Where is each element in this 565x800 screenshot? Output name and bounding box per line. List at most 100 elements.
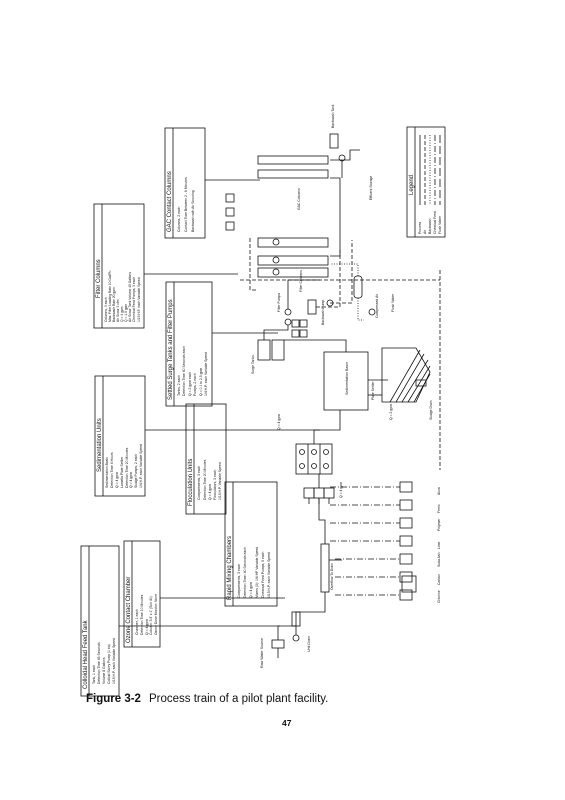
filter-columns-title: Filter Columns: [96, 259, 102, 298]
colloidal-feed-line-1: Detention Time 45 Seconds: [97, 642, 101, 684]
filter-columns-line-1: Max. Filter Loading Rate 10 Gal/Ft²: [108, 270, 112, 322]
figure-caption-text: Process train of a pilot plant facility.: [148, 693, 329, 705]
sedimentation-line-0: Sedimentation Basin: [105, 457, 109, 488]
sedimentation-line-7: 1/4 H.P. each Variable Speed: [139, 444, 143, 488]
backwash-tank-label: Backwash Tank: [331, 104, 335, 128]
filter-columns-line-2: Backwash Rate 20 gpm: [112, 287, 116, 322]
chemical-label-3: Lime: [437, 542, 441, 549]
backwash-lines: [240, 238, 441, 470]
flocculation-line-0: Compartments, 3 each: [197, 466, 201, 500]
gac-line-1: Contact Time Between 2 - 6 Minutes: [184, 177, 188, 232]
sedimentation-line-1: Detention Time 4 Hours: [110, 452, 114, 488]
compressed-air-label: Compressed Air: [375, 293, 379, 318]
chemical-label-0: Alum: [437, 487, 441, 495]
figure-number: Figure 3-2: [86, 693, 141, 705]
gac-col-label: GAC Columns: [297, 188, 301, 210]
figure-caption: Figure 3-2 Process train of a pilot plant…: [86, 693, 328, 705]
gac-columns: GAC Columns: [257, 155, 329, 210]
compressed-air: Compressed Air Flush Water: [353, 275, 395, 318]
gac-title: GAC Contact Columns: [167, 171, 173, 232]
colloidal-feed-title: Colloidal Head Feed Tank: [83, 619, 89, 689]
filter-columns-line-5: Q = 1.9 gpm: [124, 304, 128, 322]
ozone-title: Ozone Contact Chamber: [126, 577, 132, 643]
settled-surge-line-4: Q = 0.1 to 2.5 gpm: [199, 368, 203, 396]
rapid-mix-box: Rapid Mixing Chambers Compartments, 3 ea…: [224, 481, 278, 607]
colloidal-feed-line-4: 1/15 H.P. each Variable Speed: [112, 638, 116, 684]
gac-line-0: Columns, 2 each: [177, 206, 181, 232]
gac-box: GAC Contact Columns Columns, 2 each Cont…: [164, 127, 206, 239]
plate-settler: Plate Settler Sludge Drain Q = 2 gpm: [371, 347, 433, 420]
legend-title: Legend: [409, 175, 415, 195]
ozone-column: Overflow To Drain: [320, 543, 342, 593]
filter-columns-line-8: 1/15 H.P. each Variable Speed: [137, 277, 141, 322]
filter-columns-line-3: Air Scour 3 cfm: [116, 299, 120, 322]
filter-columns: Filter Columns: [257, 237, 329, 292]
filter-col-label: Filter Columns: [299, 270, 303, 292]
ozone-line-1: Detention Time 10 Minutes: [140, 594, 144, 635]
backwash-pump: Backwash Pump: [307, 299, 334, 325]
flocculation-units: [295, 443, 333, 475]
filter-columns-line-0: Columns, 3 each: [104, 297, 108, 322]
filter-columns-line-6: Air Scour Tank Volume 40 Gallons: [128, 272, 132, 322]
filter-pumps-label: Filter Pumps: [277, 293, 281, 312]
colloidal-feed-tank: Unit Drain: [291, 611, 311, 652]
ozone-line-2: Q = 4 gpm: [145, 619, 149, 635]
sedimentation-box: Sedimentation Units Sedimentation Basin …: [94, 375, 146, 497]
rapid-mix-title: Rapid Mixing Chambers: [227, 536, 233, 600]
sludge-drain-label: Sludge Drain: [429, 400, 433, 420]
colloidal-feed-line-2: Volume 8 Gallons: [102, 657, 106, 684]
legend-item-1: Air: [423, 229, 427, 234]
overflow-label-ozone: Overflow To Drain: [330, 563, 334, 590]
settled-surge-line-1: Detention Time 40 Seconds each: [182, 346, 186, 396]
chemical-label-1: Ferric: [437, 504, 441, 513]
backwash-tank: Backwash Tank Effluent Storage: [329, 104, 373, 200]
backwash-pump-label: Backwash Pump: [321, 300, 325, 325]
legend-item-2: Backwash: [428, 218, 432, 234]
sedimentation-line-6: Sludge Pumps, 2 each: [134, 454, 138, 488]
raw-water-label: Raw Water Source: [260, 638, 264, 668]
sed-basin-label: Sedimentation Basin: [345, 362, 349, 395]
flocculation-line-3: Flocculators, 3 each: [213, 470, 217, 500]
rapid-mix-line-0: Compartments, 3 each: [237, 564, 241, 598]
filter-columns-line-4: Q = 4 gpm: [120, 306, 124, 322]
flocculation-line-4: 1/15 H.P. Variable Speed: [218, 462, 222, 500]
sedimentation-title: Sedimentation Units: [97, 418, 103, 472]
colloidal-feed-line-0: Tank, 1 each: [92, 665, 96, 684]
ozone-line-4: Ozone Dose Monitor: None: [154, 594, 158, 635]
rapid-mix-chambers: Q = 4 gpm: [303, 482, 343, 504]
filter-columns-box: Filter Columns Columns, 3 each Max. Filt…: [93, 203, 145, 329]
unit-drain-label: Unit Drain: [307, 636, 311, 652]
rapid-mix-line-1: Detention Time: 40 Seconds each: [243, 547, 247, 598]
ozone-line-0: Chamber, 1 each: [135, 609, 139, 635]
effluent-storage-label: Effluent Storage: [369, 176, 373, 200]
settled-surge-line-2: Q = 2 gpm each: [188, 372, 192, 396]
legend-box: Legend Process Air Backwash Chemical Fee…: [406, 126, 446, 238]
rapid-mix-line-3: Mixers (3): 1/4 HP Variable Speed: [255, 547, 259, 598]
settled-surge-line-3: Pumps, 2 each: [193, 373, 197, 396]
chemical-label-6: Chlorine: [437, 590, 441, 603]
sedimentation-line-5: Q = 4 gpm: [129, 472, 133, 488]
sedimentation-line-2: Q = 4 gpm: [115, 472, 119, 488]
sedimentation-line-3: Lamella Plate Settler: [120, 456, 124, 488]
plate-settler-label: Plate Settler: [371, 381, 375, 400]
ozone-line-3: Column: 5.5' x 1' (Sch 40): [149, 596, 153, 635]
flow-label-floc: Q = 4 gpm: [277, 414, 281, 430]
colloidal-feed-line-3: Colloid Slurry Pump (1 ea): [107, 644, 111, 684]
rapid-mix-line-4: Chemical Feed Pumps, 5 each: [261, 552, 265, 598]
settled-surge-box: Settled Surge Tanks and Filter Pumps Tan…: [165, 281, 213, 407]
flow-label-mix: Q = 4 gpm: [339, 482, 343, 498]
flocculation-title: Flocculation Units: [188, 459, 194, 506]
settled-surge-title: Settled Surge Tanks and Filter Pumps: [168, 299, 174, 400]
rapid-mix-line-5: 1/15 H.P. each Variable Speed: [267, 552, 271, 598]
instrument-boxes: [225, 193, 308, 338]
raw-water-source: Raw Water Source: [260, 638, 285, 668]
surge-tanks-label: Surge Tanks: [251, 355, 255, 374]
colloidal-feed-box: Colloidal Head Feed Tank Tank, 1 each De…: [80, 545, 120, 697]
flush-water-label: Flush Water: [391, 293, 395, 312]
air-lines: [330, 263, 364, 321]
flow-label-settler: Q = 2 gpm: [389, 404, 393, 420]
chemical-label-5: Carbon: [437, 574, 441, 585]
sedimentation-line-4: Detention Time 20 Minutes: [125, 447, 129, 488]
chemical-feed-lines: [330, 486, 400, 596]
